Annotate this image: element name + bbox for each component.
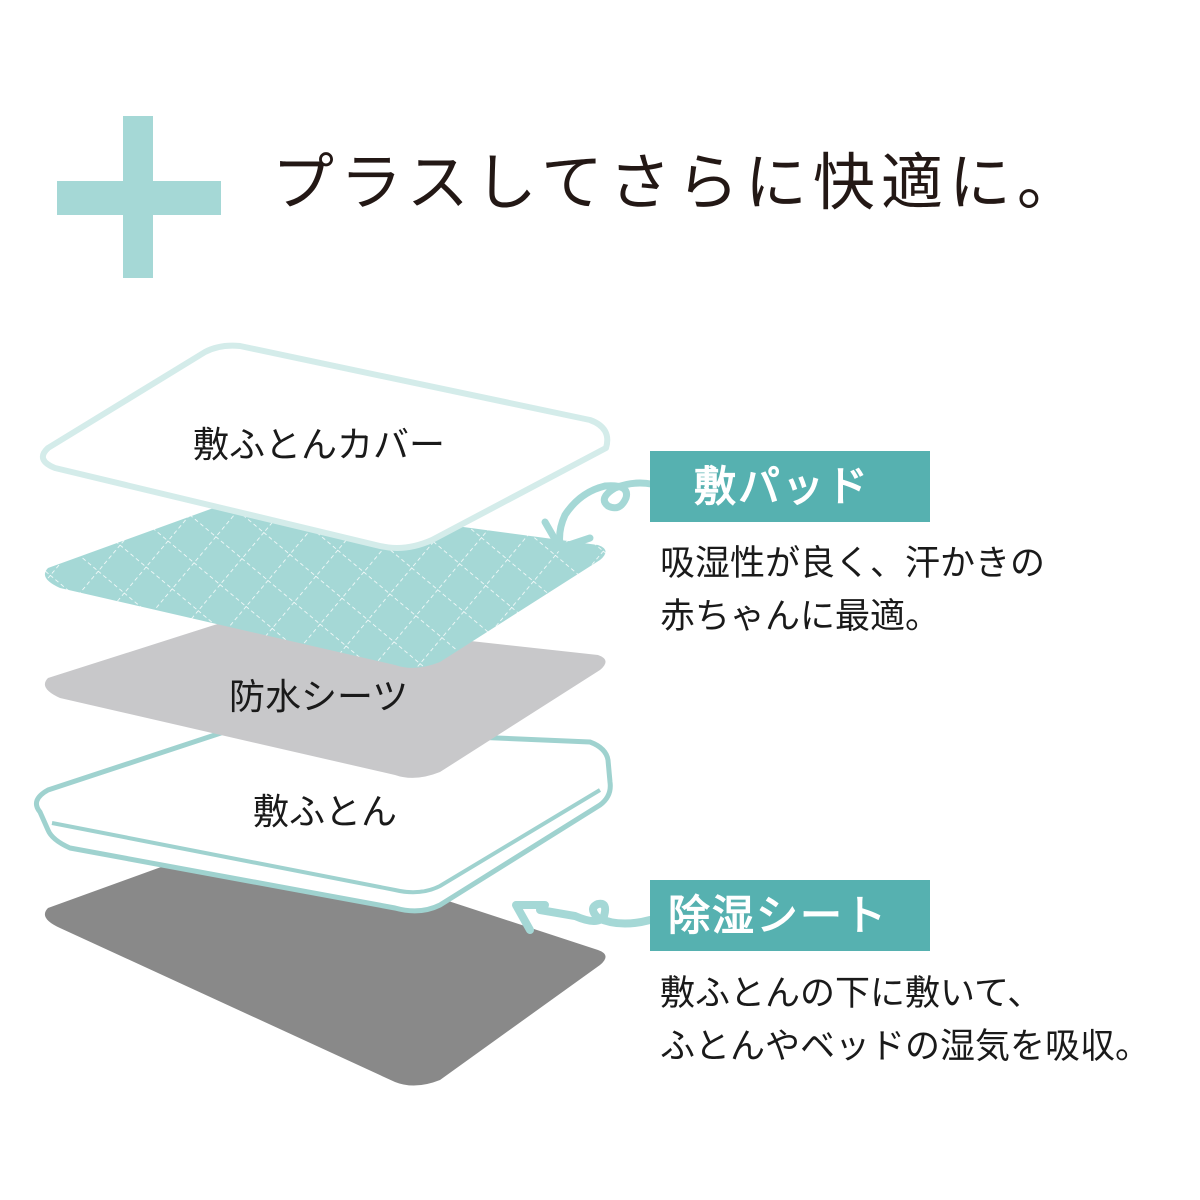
desc-line: 敷ふとんの下に敷いて、 [660, 974, 1043, 1014]
plus-icon [57, 116, 221, 278]
arrow-to-pad-icon [556, 479, 669, 549]
dehumidify-sheet-layer [44, 837, 606, 1086]
layer-label-cover: 敷ふとんカバー [193, 425, 446, 466]
layer-label-waterproof: 防水シーツ [229, 677, 409, 718]
waterproof-sheet-layer [44, 615, 606, 778]
plus-icon-horizontal-bar [57, 181, 221, 215]
callout-desc-dehumidify-sheet: 敷ふとんの下に敷いて、 ふとんやベッドの湿気を吸収。 [660, 968, 1150, 1073]
callout-tag-mattress-pad: 敷パッド [650, 451, 930, 522]
callout-desc-mattress-pad: 吸湿性が良く、汗かきの 赤ちゃんに最適。 [660, 538, 1045, 643]
futon-top-edge [51, 788, 602, 895]
desc-line: ふとんやベッドの湿気を吸収。 [660, 1026, 1151, 1067]
page-title: プラスしてさらに快適に。 [272, 146, 1085, 219]
desc-line: 赤ちゃんに最適。 [660, 596, 941, 637]
layer-label-futon: 敷ふとん [253, 792, 398, 833]
arrow-to-dehumidify-icon [536, 899, 654, 928]
desc-line: 吸湿性が良く、汗かきの [660, 544, 1046, 584]
callout-tag-dehumidify-sheet: 除湿シート [650, 880, 930, 951]
mattress-pad-layer [44, 497, 606, 668]
futon-cover-layer [39, 342, 611, 551]
